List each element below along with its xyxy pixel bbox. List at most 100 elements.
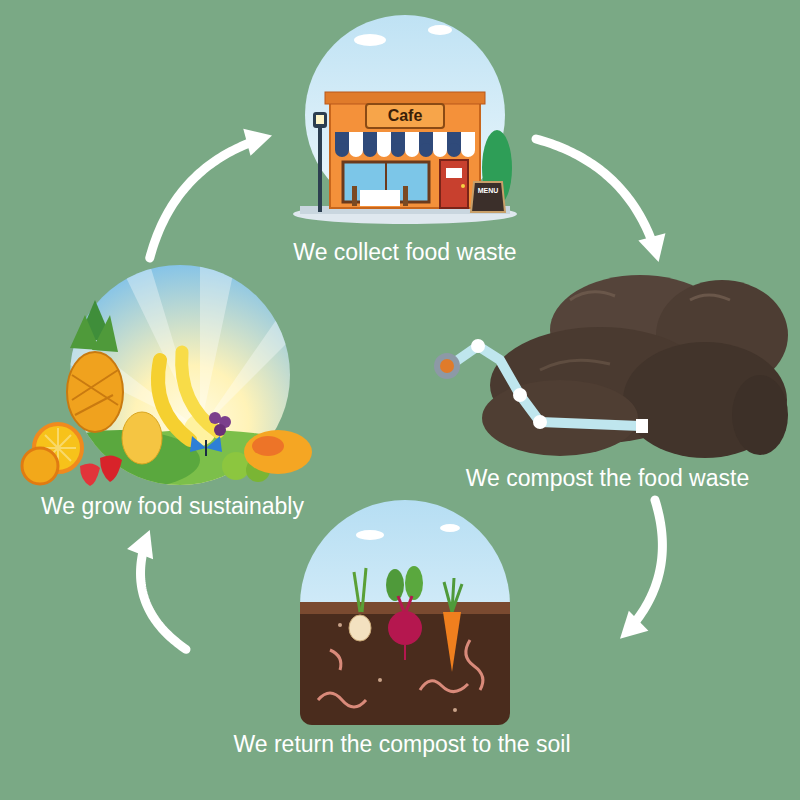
illustration-part <box>40 265 340 510</box>
illustration-part <box>318 124 322 212</box>
illustration-part <box>388 611 422 645</box>
illustration-part <box>405 566 423 600</box>
illustration-part <box>72 370 118 415</box>
illustration-part <box>349 615 371 641</box>
illustration-part <box>100 455 122 482</box>
illustration-part <box>354 34 386 46</box>
illustration-part <box>533 415 547 429</box>
illustration-part <box>453 708 457 712</box>
illustration-part <box>446 168 462 178</box>
cycle-arrow <box>536 139 665 262</box>
cycle-arrow <box>620 500 662 639</box>
illustration-part <box>244 430 312 474</box>
illustration-part <box>447 143 461 157</box>
illustration-part <box>471 182 505 212</box>
illustration-part <box>377 143 391 157</box>
shop-sign: Cafe <box>388 108 423 124</box>
illustration-part <box>318 693 366 707</box>
arrow-head <box>243 129 272 156</box>
label-holder: MENU <box>471 184 505 196</box>
illustration-part <box>440 359 454 373</box>
step-caption: We compost the food waste <box>466 464 749 492</box>
illustration-part <box>378 678 382 682</box>
arrow-line <box>636 500 662 621</box>
illustration-part <box>419 143 433 157</box>
illustration-part <box>67 352 123 432</box>
illustration-part <box>391 143 405 157</box>
illustration-part <box>122 412 162 464</box>
illustration-part <box>540 360 610 370</box>
soil-illustration <box>300 500 510 725</box>
illustration-part <box>434 353 460 379</box>
illustration-part <box>360 190 400 206</box>
arrow-head <box>620 611 648 639</box>
illustration-part <box>443 612 461 672</box>
illustration-part <box>362 568 366 612</box>
illustration-part <box>92 315 118 352</box>
illustration-part <box>330 100 480 208</box>
illustration-part <box>363 143 377 157</box>
illustration-part <box>732 375 788 455</box>
illustration-part <box>513 388 527 402</box>
illustration-part <box>335 143 349 157</box>
step-caption: We collect food waste <box>293 238 516 266</box>
illustration-part <box>316 115 324 124</box>
fruit-illustration <box>22 265 340 510</box>
process-step: We compost the food waste <box>425 268 790 496</box>
illustration-part <box>354 572 360 612</box>
process-step: We collect food waste <box>278 8 532 270</box>
illustration-part <box>356 530 384 540</box>
process-step: We return the compost to the soil <box>190 500 614 762</box>
illustration-part <box>325 92 485 104</box>
arrow-line <box>150 143 251 258</box>
illustration-part <box>444 578 462 612</box>
illustration-part <box>403 186 408 206</box>
illustration-part <box>300 602 510 725</box>
compost-illustration <box>434 275 788 458</box>
illustration-part <box>461 143 475 157</box>
illustration-part <box>305 15 505 215</box>
illustration-part <box>214 424 226 436</box>
illustration-part <box>338 623 342 627</box>
awning <box>335 132 475 157</box>
illustration-part <box>440 524 460 532</box>
illustration-part <box>471 339 485 353</box>
illustration-part <box>433 143 447 157</box>
illustration-part <box>200 300 290 430</box>
illustration-part <box>570 292 615 300</box>
process-step: We grow food sustainably <box>10 262 335 524</box>
illustration-part <box>440 160 468 208</box>
illustration-part <box>406 596 412 612</box>
arrow-line <box>141 552 186 650</box>
illustration-part <box>205 440 207 456</box>
illustration-part <box>398 596 404 612</box>
arrow-line <box>536 139 652 240</box>
illustration-part <box>690 295 730 300</box>
illustration-part <box>349 143 363 157</box>
illustration-part <box>455 346 640 426</box>
step-caption: We grow food sustainably <box>41 492 304 520</box>
step-caption: We return the compost to the soil <box>233 730 570 758</box>
cafe-illustration <box>293 15 517 224</box>
illustration-part <box>623 342 787 458</box>
label-holder: Cafe <box>366 104 444 128</box>
arrow-head <box>127 530 153 559</box>
cycle-arrow <box>127 530 186 649</box>
illustration-part <box>636 419 648 433</box>
illustration-part <box>466 640 483 690</box>
illustration-part <box>461 184 465 188</box>
cycle-arrow <box>150 129 272 258</box>
illustration-part <box>404 645 406 660</box>
illustration-part <box>330 650 341 670</box>
illustration-part <box>252 436 284 456</box>
illustration-part <box>366 104 444 128</box>
arrow-head <box>638 233 665 262</box>
illustration-part <box>428 25 452 35</box>
menu-board-text: MENU <box>478 187 499 194</box>
illustration-part <box>80 463 100 486</box>
illustration-part <box>420 681 468 692</box>
illustration-part <box>313 112 327 128</box>
illustration-part <box>22 448 58 484</box>
